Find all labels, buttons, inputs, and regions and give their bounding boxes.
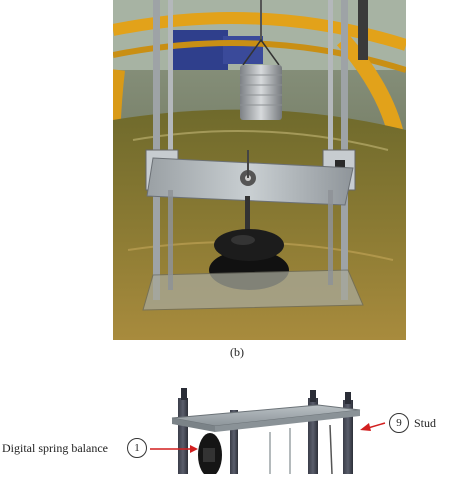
callout-label-1: Digital spring balance — [2, 441, 108, 455]
callout-number-9: 9 — [389, 413, 409, 433]
experiment-photo-drawing — [113, 0, 406, 340]
schematic-drawing — [150, 388, 386, 477]
subfigure-caption: (b) — [230, 345, 244, 359]
experiment-photo — [113, 0, 406, 340]
callout-number-1: 1 — [127, 438, 147, 458]
schematic-diagram: Digital spring balance 1 9 Stud — [0, 370, 474, 477]
callout-label-9: Stud — [414, 416, 437, 430]
